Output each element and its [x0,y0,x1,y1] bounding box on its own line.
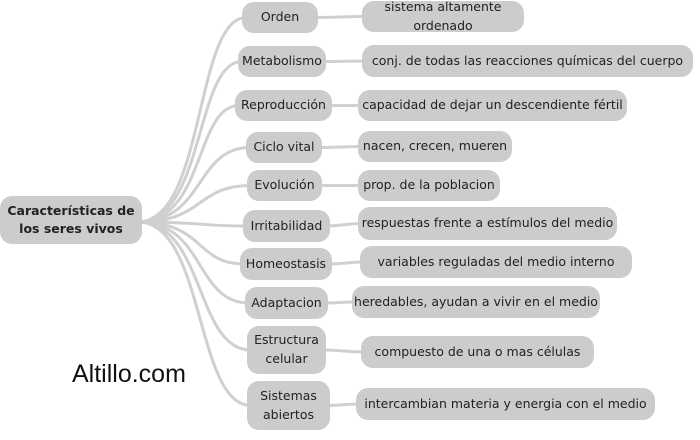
root-label-line1: Características de [7,202,135,218]
branch-metabolismo[interactable]: Metabolismo [238,46,326,77]
branch-detail-connector [320,59,368,63]
detail-orden[interactable]: sistema altamente ordenado [362,0,524,33]
branch-ciclo-vital[interactable]: Ciclo vital [246,132,322,163]
branch-label: Evolución [254,177,315,193]
branch-label-line1: Estructura [254,332,319,348]
branch-adaptacion[interactable]: Adaptacion [245,287,328,319]
detail-sistemas-abiertos[interactable]: intercambian materia y energia con el me… [356,388,655,420]
branch-reproduccion[interactable]: Reproducción [235,90,332,121]
branch-detail-connector [316,145,364,149]
branch-label: Homeostasis [245,255,327,271]
root-node[interactable]: Características de los seres vivos [0,196,142,244]
branch-label-line2: celular [265,351,308,366]
detail-homeostasis[interactable]: variables reguladas del medio interno [360,246,632,278]
detail-text: respuestas frente a estímulos del medio [361,215,614,231]
branch-label-line2: abiertos [263,406,314,422]
branch-detail-connector [320,348,367,354]
detail-text: nacen, crecen, mueren [362,138,508,154]
branch-label: Metabolismo [242,53,322,69]
branch-label-line1: Sistemas [260,387,317,403]
branch-detail-connector [326,260,366,266]
detail-irritabilidad[interactable]: respuestas frente a estímulos del medio [358,207,617,240]
watermark: Altillo.com [72,360,186,388]
branch-detail-connector [312,15,368,19]
detail-metabolismo[interactable]: conj. de todas las reacciones químicas d… [362,45,693,77]
root-branch-connector [136,60,244,224]
detail-text: heredables, ayudan a vivir en el medio [354,293,598,309]
branch-detail-connector [324,402,362,407]
branch-sistemas-abiertos[interactable]: Sistemas abiertos [247,381,330,430]
detail-estructura-celular[interactable]: compuesto de una o mas células [361,336,594,368]
detail-text: prop. de la poblacion [363,177,495,193]
root-branch-connector [136,16,248,224]
root-branch-connector [136,220,246,266]
root-branch-connector [136,146,252,224]
branch-detail-connector [324,222,364,228]
root-branch-connector [136,104,241,224]
detail-text: capacidad de dejar un descendiente férti… [362,97,623,113]
branch-irritabilidad[interactable]: Irritabilidad [243,210,330,242]
branch-homeostasis[interactable]: Homeostasis [240,248,332,280]
detail-text: conj. de todas las reacciones químicas d… [371,52,684,68]
detail-adaptacion[interactable]: heredables, ayudan a vivir en el medio [352,286,600,318]
root-branch-connector [136,220,251,305]
root-branch-connector [136,220,253,352]
detail-text: intercambian materia y energia con el me… [364,395,647,411]
branch-label: Reproducción [241,97,326,113]
branch-estructura-celular[interactable]: Estructura celular [247,326,326,374]
detail-reproduccion[interactable]: capacidad de dejar un descendiente férti… [358,90,627,121]
root-branch-connector [136,220,253,407]
branch-orden[interactable]: Orden [242,2,318,33]
detail-text: compuesto de una o mas células [374,343,581,359]
root-branch-connector [136,184,253,224]
branch-label: Orden [260,9,300,25]
detail-evolucion[interactable]: prop. de la poblacion [358,170,500,201]
branch-label: Ciclo vital [253,139,315,155]
branch-label: Irritabilidad [250,217,323,233]
detail-text: sistema altamente ordenado [384,0,502,33]
branch-label: Adaptacion [251,294,322,310]
detail-ciclo-vital[interactable]: nacen, crecen, mueren [358,131,512,162]
root-label-line2: los seres vivos [19,221,123,236]
branch-evolucion[interactable]: Evolución [247,170,322,201]
detail-text: variables reguladas del medio interno [377,253,615,269]
